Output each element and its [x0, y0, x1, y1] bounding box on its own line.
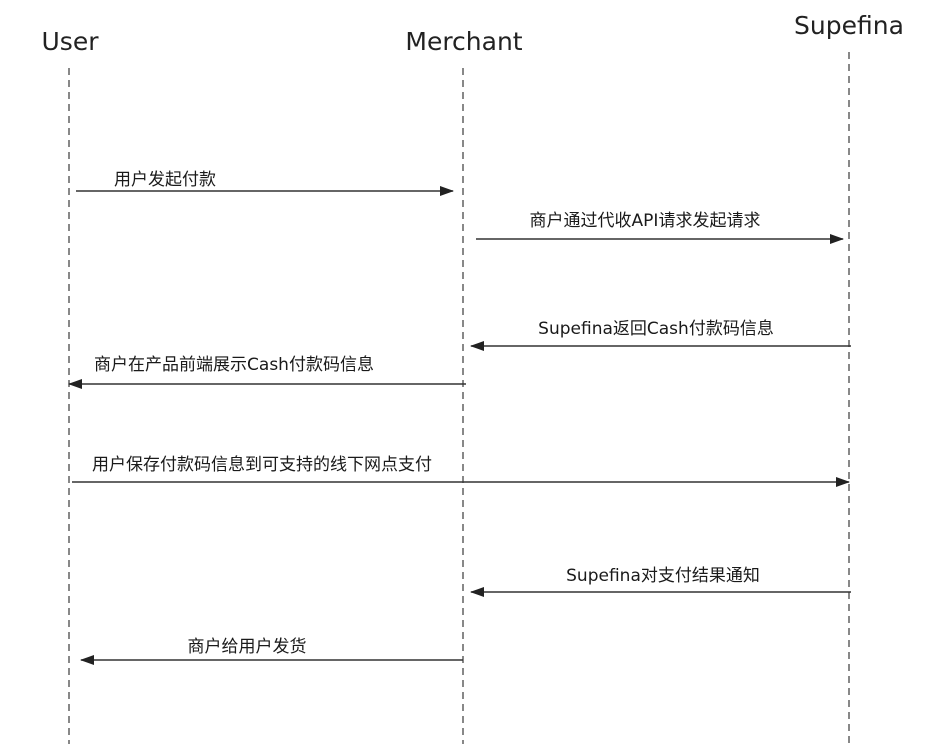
message-label-6: Supefina对支付结果通知: [566, 566, 760, 586]
actor-user: User: [41, 27, 99, 56]
message-label-5: 用户保存付款码信息到可支持的线下网点支付: [92, 455, 432, 475]
actor-supefina: Supefina: [794, 11, 904, 40]
actor-merchant: Merchant: [405, 27, 523, 56]
message-label-7: 商户给用户发货: [187, 637, 307, 657]
message-label-3: Supefina返回Cash付款码信息: [538, 319, 774, 339]
message-label-4: 商户在产品前端展示Cash付款码信息: [94, 355, 374, 375]
message-label-2: 商户通过代收API请求发起请求: [529, 211, 761, 231]
message-label-1: 用户发起付款: [114, 170, 216, 190]
